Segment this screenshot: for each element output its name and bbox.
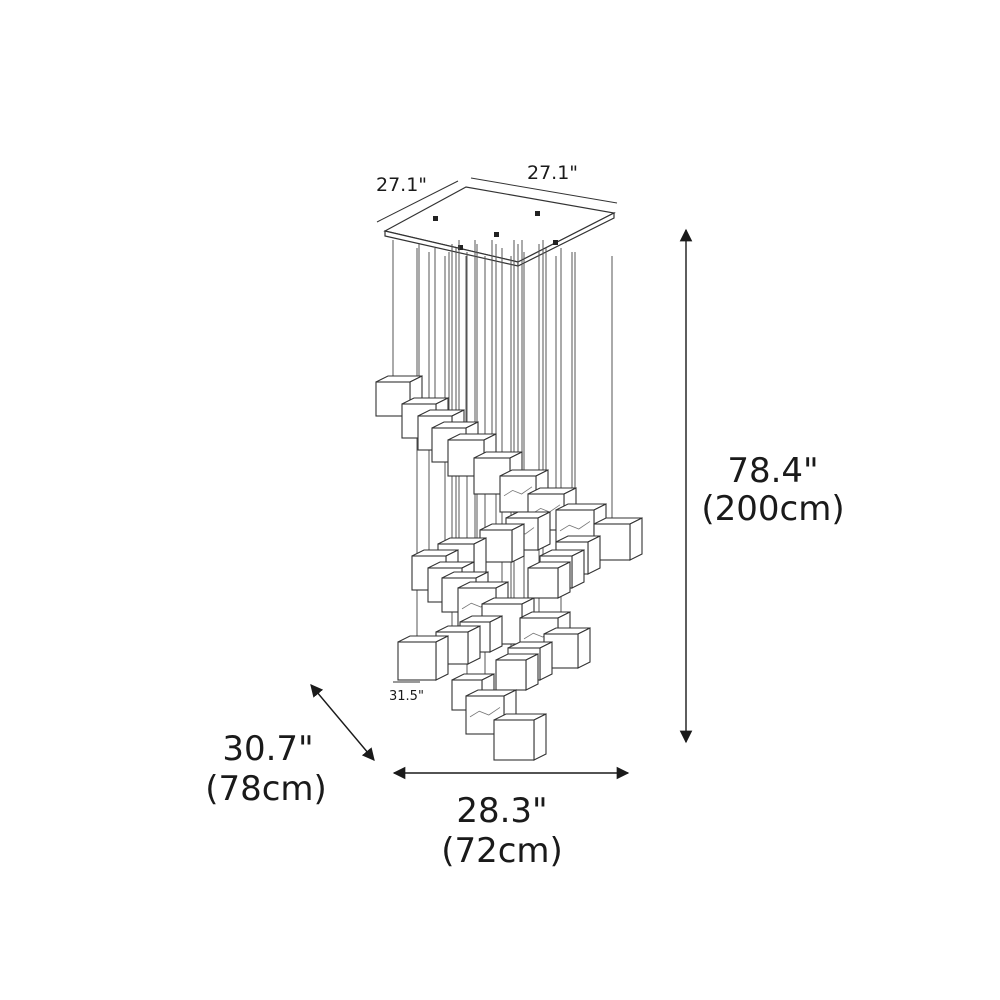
cube-side-face <box>571 549 585 589</box>
cube-side-face <box>587 535 601 575</box>
marble-vein <box>469 707 501 718</box>
mount-screw <box>458 245 463 250</box>
cube-side-face <box>629 517 643 561</box>
cube-size-label: 31.5" <box>389 689 424 704</box>
mount-screw <box>553 240 558 245</box>
depth-arrow <box>310 684 375 761</box>
cube-side-face <box>539 641 553 681</box>
cube-front-face <box>493 719 535 761</box>
pendant-cubes <box>375 375 643 761</box>
marble-vein <box>531 504 561 515</box>
canopy-right-width-label: 27.1" <box>527 162 578 184</box>
cube-side-face <box>537 511 551 551</box>
depth-cm-label: (78cm) <box>205 769 327 809</box>
cube-side-face <box>489 615 503 653</box>
canopy-left-width-label: 27.1" <box>376 174 427 196</box>
mount-screw <box>433 216 438 221</box>
mount-screw <box>494 232 499 237</box>
cube-side-face <box>525 653 539 691</box>
pendant-cube <box>527 561 571 599</box>
pendant-cube <box>479 523 525 563</box>
cube-side-face <box>435 635 449 681</box>
cube-side-face <box>533 713 547 761</box>
cube-side-face <box>511 523 525 563</box>
pendant-cube <box>593 517 643 561</box>
cube-side-face <box>577 627 591 669</box>
cube-front-face <box>495 659 527 691</box>
width-cm-label: (72cm) <box>441 831 563 871</box>
pendant-cube <box>495 653 539 691</box>
cube-front-face <box>397 641 437 681</box>
marble-vein <box>559 521 591 532</box>
depth-inches-label: 30.7" <box>222 729 313 769</box>
height-inches-label: 78.4" <box>727 451 818 491</box>
mount-screw <box>535 211 540 216</box>
cube-side-face <box>557 561 571 599</box>
pendant-cube <box>397 635 449 681</box>
pendant-cube <box>493 713 547 761</box>
cube-front-face <box>527 567 559 599</box>
height-cm-label: (200cm) <box>701 489 844 529</box>
marble-vein <box>503 486 533 497</box>
cube-side-face <box>467 625 481 665</box>
canopy-dimension-lines <box>376 177 618 223</box>
width-inches-label: 28.3" <box>456 791 547 831</box>
